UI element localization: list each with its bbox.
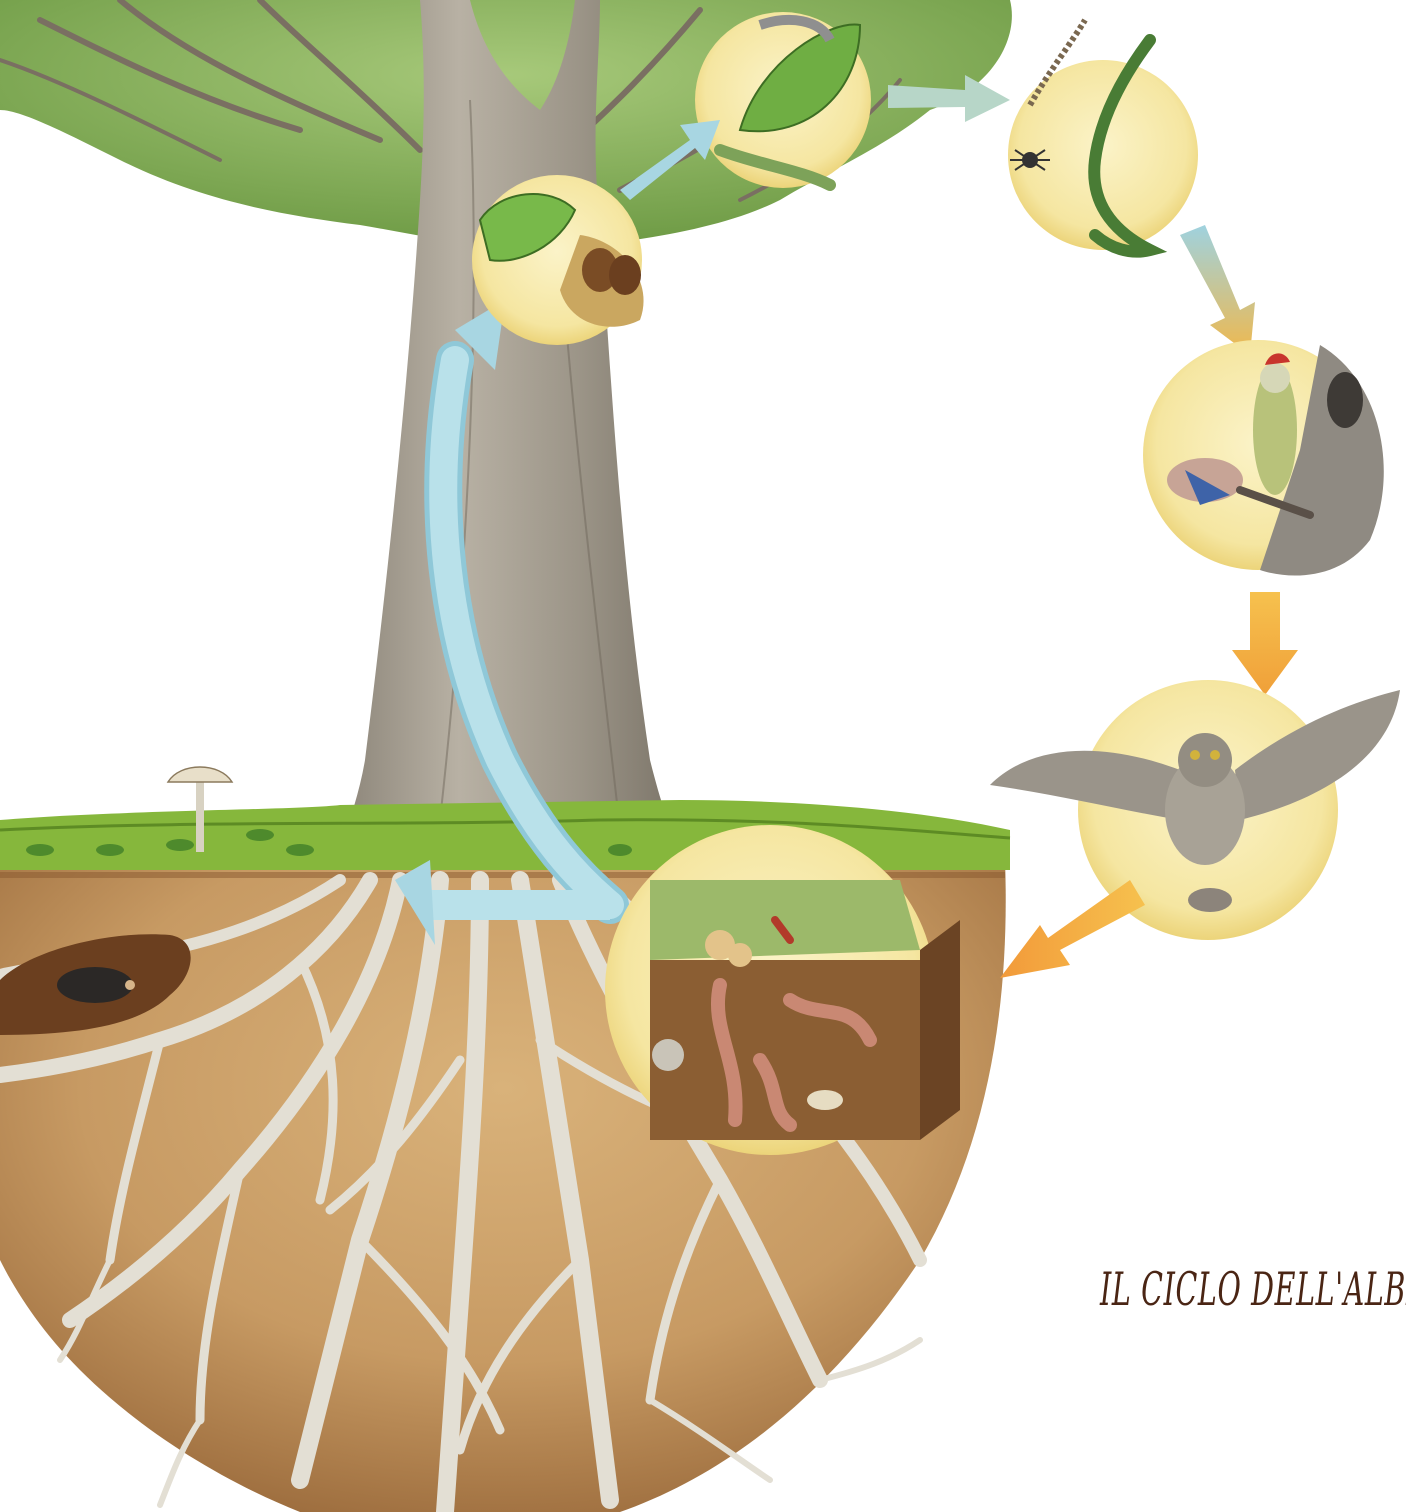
- arrow-birds-to-owl: [1232, 592, 1298, 695]
- larva-icon: [807, 1090, 843, 1110]
- leaf-icon: [26, 844, 54, 856]
- cycle-bubble-leaf: [695, 12, 871, 188]
- mole-icon: [57, 967, 133, 1003]
- cycle-bubble-birds: [1143, 340, 1384, 576]
- cycle-bubble-lizard: [1008, 20, 1198, 252]
- mouse-icon: [1188, 888, 1232, 912]
- arrow-owl-to-soil: [1000, 880, 1145, 978]
- arrow-lizard-to-birds: [1180, 225, 1255, 355]
- illustration-title: Il ciclo dell'albero: [1100, 1262, 1286, 1342]
- cycle-bubble-owl: [990, 680, 1400, 940]
